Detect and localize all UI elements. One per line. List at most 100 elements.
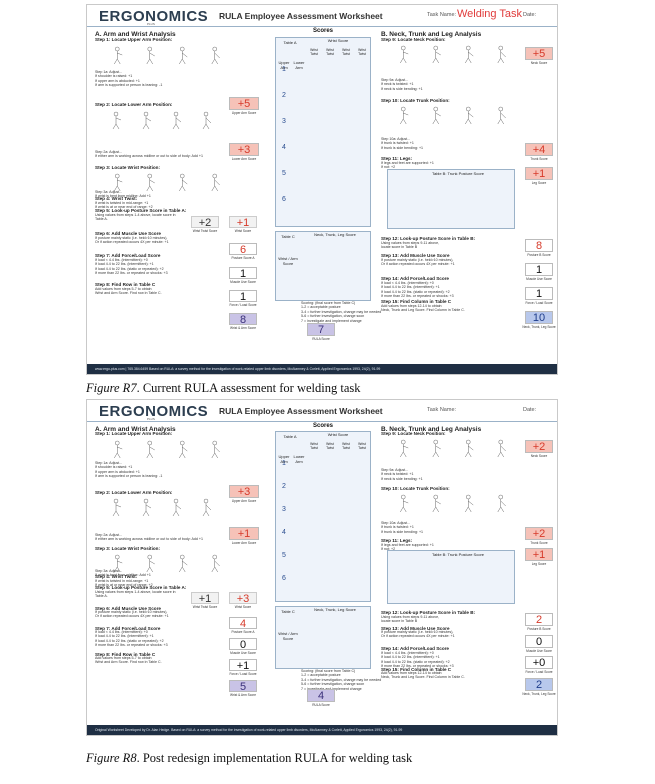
note-s2a: Step 2a: Adjust... If either arm is work… [95,533,203,542]
note-s6: If posture mainly static (i.e. held>10 m… [95,236,169,245]
step-b-12: Step 12: Look-up Posture Score in Table … [381,610,476,615]
worksheet-footer: www.ergo-plus.com | 765.384.6459 Based o… [87,364,557,374]
upper-arm-diagram [101,45,231,65]
note-s11: If legs and feet are supported: +1 If no… [381,161,434,170]
wrist-score-header: Wrist Score [327,38,349,43]
task-name-label: Task Name: [427,12,457,18]
posture-score-a-box: 6 [229,243,257,256]
step-b-15: Step 15: Find Column in Table C [381,299,452,304]
rula-score-box: 4 [307,689,335,702]
upper-arm-row-number: 3 [282,506,286,513]
trunk-score-box: +4 [525,143,553,156]
wrist-arm-label: Wrist / Arm Score [278,256,298,266]
note-s1a: Step 1a: Adjust... If shoulder is raised… [95,70,163,88]
muscle-use-score-b-box: 1 [525,263,553,276]
step-a-6: Step 6: Add Muscle Use Score [95,231,161,236]
step-b-13: Step 13: Add Muscle Use Score [381,253,450,258]
table-b-label: Table B: Trunk Posture Score [431,171,485,176]
section-b-title: B. Neck, Trunk and Leg Analysis [381,426,482,433]
wrist-arm-label: Wrist / Arm Score [278,631,298,641]
note-s9a: Step 9a: Adjust... If neck is twisted: +… [381,468,423,481]
upper-arm-row-number: 5 [282,552,286,559]
note-s15: Add values from steps 12-14 to obtain Ne… [381,671,465,680]
leg-score-box: +1 [525,167,553,180]
step-a-8: Step 8: Find Row in Table C [95,282,156,287]
neck-score-caption: Neck Score [530,61,548,65]
step-a-8: Step 8: Find Row in Table C [95,652,156,657]
muscle-use-score-a-box: 0 [229,638,257,651]
scores-title: Scores [312,28,333,34]
note-s13: If posture mainly static (i.e. held>10 m… [381,258,455,267]
date-label: Date: [523,12,537,18]
lower-arm-label: Lower Arm [293,60,305,70]
neck-trunk-leg-header: Neck, Trunk, Leg Score [314,232,356,237]
step-a-1: Step 1: Locate Upper Arm Position: [95,431,173,436]
upper-arm-diagram [101,439,231,459]
wrist-diagram [101,172,231,192]
posture-score-b-caption: Posture B Score [527,627,551,631]
step-b-14: Step 14: Add Force/Load Score [381,276,449,281]
note-s13: If posture mainly static (i.e. held>10 m… [381,630,455,639]
force-load-score-b-box: 1 [525,287,553,300]
step-a-5: Step 5: Look-up Posture Score in Table A… [95,585,187,590]
posture-score-a-caption: Posture Score A [231,256,255,260]
note-s5: Using values from steps 1-4 above, locat… [95,590,176,599]
note-s14: If load < 4.4 lbs. (intermittent): +0 If… [381,281,454,299]
upper-arm-score-box: +3 [229,485,259,498]
step-b-15: Step 15: Find Column in Table C [381,667,452,672]
lower-arm-label: Lower Arm [293,454,305,464]
force-load-score-b-box: +0 [525,656,553,669]
note-s3a: Step 3a: Adjust... If wrist is bent from… [95,569,151,578]
lower-arm-score-box: +1 [229,527,259,540]
upper-arm-score-box: +5 [229,97,259,110]
section-b-title: B. Neck, Trunk and Leg Analysis [381,31,482,38]
table-b: Table B: Trunk Posture Score [387,550,515,604]
figure-text: . Post redesign implementation RULA for … [136,751,413,765]
wrist-score-caption: Wrist Score [234,605,252,609]
upper-arm-row-number: 3 [282,118,286,125]
muscle-use-score-b-box: 0 [525,635,553,648]
step-b-9: Step 9: Locate Neck Position: [381,37,446,42]
scores-title: Scores [312,423,333,429]
table-b: Table B: Trunk Posture Score [387,169,515,229]
step-a-6: Step 6: Add Muscle Use Score [95,606,161,611]
section-a-title: A. Arm and Wrist Analysis [95,31,176,38]
step-b-10: Step 10: Locate Trunk Position: [381,98,450,103]
note-s12: Using values from steps 9-11 above, loca… [381,615,440,624]
scoring-legend: Scoring: (final score from Table C) 1-2 … [301,301,382,323]
ergonomics-plus-logo: ERGONOMICS [99,8,209,25]
step-a-4: Step 4: Wrist Twist: [95,574,138,579]
lower-arm-score-caption: Lower Arm Score [231,541,257,545]
note-s10a: Step 10a: Adjust... If trunk is twisted:… [381,521,424,534]
leg-score-box: +1 [525,548,553,561]
wrist-twist-header: Wrist Twist [310,48,318,56]
rula-worksheet-current: ERGONOMICS PLUS RULA Employee Assessment… [86,4,558,375]
rula-score-box: 7 [307,323,335,336]
worksheet-title: RULA Employee Assessment Worksheet [219,11,383,21]
note-s3a: Step 3a: Adjust... If wrist is bent from… [95,190,151,199]
step-a-2: Step 2: Locate Lower Arm Position: [95,490,173,495]
upper-arm-row-number: 4 [282,529,286,536]
trunk-diagram [387,493,517,513]
note-s2a: Step 2a: Adjust... If either arm is work… [95,150,203,159]
upper-arm-row-number: 6 [282,196,286,203]
upper-arm-row-number: 1 [282,66,286,73]
wrist-score-header: Wrist Score [327,432,349,437]
step-a-1: Step 1: Locate Upper Arm Position: [95,37,173,42]
posture-score-b-box: 8 [525,239,553,252]
wrist-twist-header: Wrist Twist [342,442,350,450]
step-b-11: Step 11: Legs: [381,538,413,543]
note-s15: Add values from steps 12-14 to obtain Ne… [381,304,465,313]
trunk-score-caption: Trunk Score [530,541,548,545]
figure-label: Figure R8 [86,751,137,765]
step-b-11: Step 11: Legs: [381,156,413,161]
lower-arm-diagram [101,110,221,130]
neck-score-box: +2 [525,440,553,453]
step-a-3: Step 3: Locate Wrist Position: [95,546,161,551]
wrist-twist-header: Wrist Twist [358,442,366,450]
neck-score-box: +5 [525,47,553,60]
upper-arm-score-caption: Upper Arm Score [231,499,257,503]
figure-r8-caption: Figure R8. Post redesign implementation … [86,751,412,766]
